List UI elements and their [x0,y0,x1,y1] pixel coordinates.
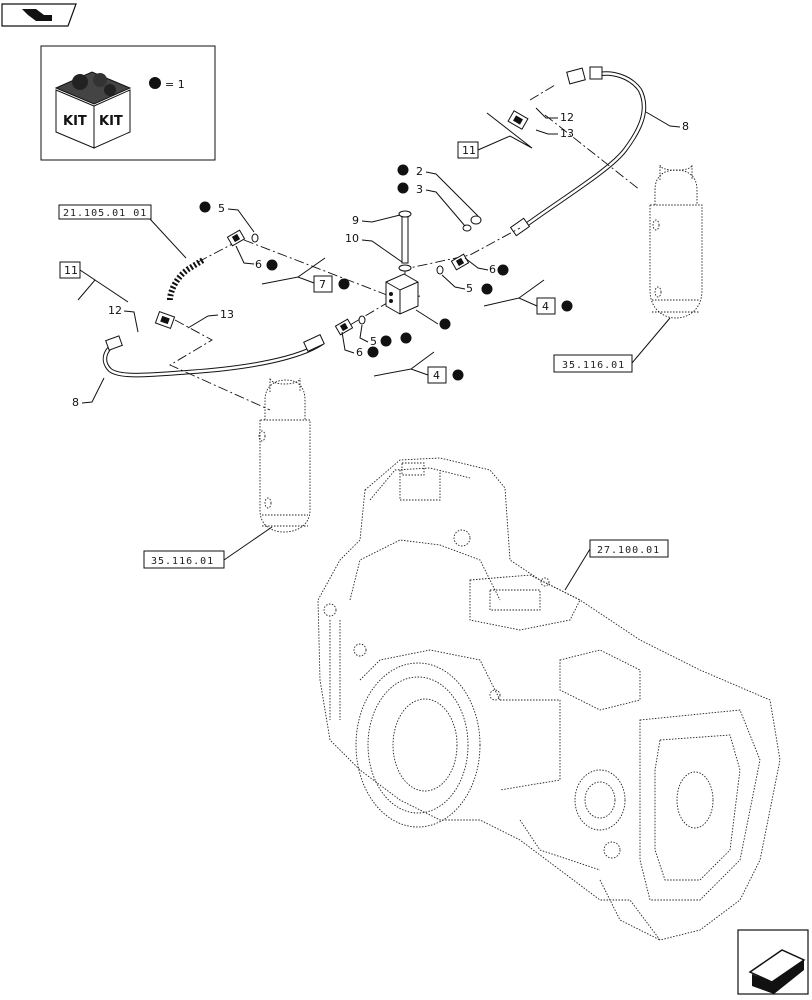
callout-9: 9 [352,214,401,227]
ref-box-27-100[interactable]: 27.100.01 [564,539,669,591]
svg-text:27.100.01: 27.100.01 [597,545,660,556]
ref-box-21-105[interactable]: 21.105.01 01 [58,204,187,259]
svg-text:2: 2 [416,165,423,178]
page-back-icon[interactable] [1,3,77,27]
kit-legend: KIT KIT = 1 [40,45,216,161]
callout-6-right: 6 [464,257,509,276]
callout-8-left: 8 [72,377,105,409]
svg-text:11: 11 [462,144,476,157]
svg-text:3: 3 [416,183,423,196]
svg-text:5: 5 [466,282,473,295]
callout-6-left: 6 [235,245,278,271]
svg-text:7: 7 [319,278,326,291]
fittings [154,110,529,336]
svg-text:6: 6 [255,258,262,271]
callout-12-top: 12 [535,107,574,124]
svg-text:12: 12 [560,111,574,124]
page-forward-icon[interactable] [737,929,809,995]
hose-lower [102,334,325,378]
callout-box-4-right[interactable]: 4 [483,279,573,315]
svg-text:35.116.01: 35.116.01 [151,556,214,567]
kit-box-icon: KIT KIT [54,71,132,149]
svg-text:8: 8 [682,120,689,133]
callout-box-4-bottom[interactable]: 4 [373,351,464,384]
cylinder-right [649,164,703,319]
svg-text:11: 11 [64,264,78,277]
callout-8-top: 8 [645,111,689,133]
callout-box-11-top[interactable]: 11 [457,112,533,159]
kit-equals-text: = 1 [165,78,185,91]
svg-text:8: 8 [72,396,79,409]
callout-box-7[interactable]: 7 [261,257,350,293]
callout-10: 10 [345,232,403,263]
svg-text:6: 6 [356,346,363,359]
kit-label-2: KIT [99,114,123,129]
callout-6-bot: 6 [341,331,379,359]
svg-text:10: 10 [345,232,359,245]
callout-box-11-left[interactable]: 11 [59,261,129,303]
callout-3: 3 [397,182,466,227]
hose-upper [509,66,647,237]
callout-12-left: 12 [108,304,139,333]
kit-bullet-icon [149,77,161,89]
callout-13-left: 13 [187,308,234,329]
valve-kit-bullet [400,309,451,344]
kit-label-1: KIT [63,114,87,129]
svg-text:21.105.01 01: 21.105.01 01 [63,208,147,219]
svg-text:12: 12 [108,304,122,317]
svg-text:4: 4 [542,300,549,313]
svg-text:35.116.01: 35.116.01 [562,360,625,371]
callout-5-bot: 5 [359,324,392,348]
callout-13-top: 13 [535,127,574,140]
callout-5-mid: 5 [441,274,493,295]
callout-2: 2 [397,164,479,217]
svg-text:5: 5 [218,202,225,215]
transmission-housing [317,457,781,941]
svg-text:5: 5 [370,335,377,348]
callout-5-top: 5 [199,201,255,233]
valve-block [385,210,419,315]
svg-text:9: 9 [352,214,359,227]
svg-text:13: 13 [220,308,234,321]
ref-box-35-116-top[interactable]: 35.116.01 [553,317,671,373]
svg-text:6: 6 [489,263,496,276]
svg-text:4: 4 [433,369,440,382]
cylinder-left [258,377,311,533]
svg-text:13: 13 [560,127,574,140]
ref-box-35-116-bottom[interactable]: 35.116.01 [143,526,273,569]
